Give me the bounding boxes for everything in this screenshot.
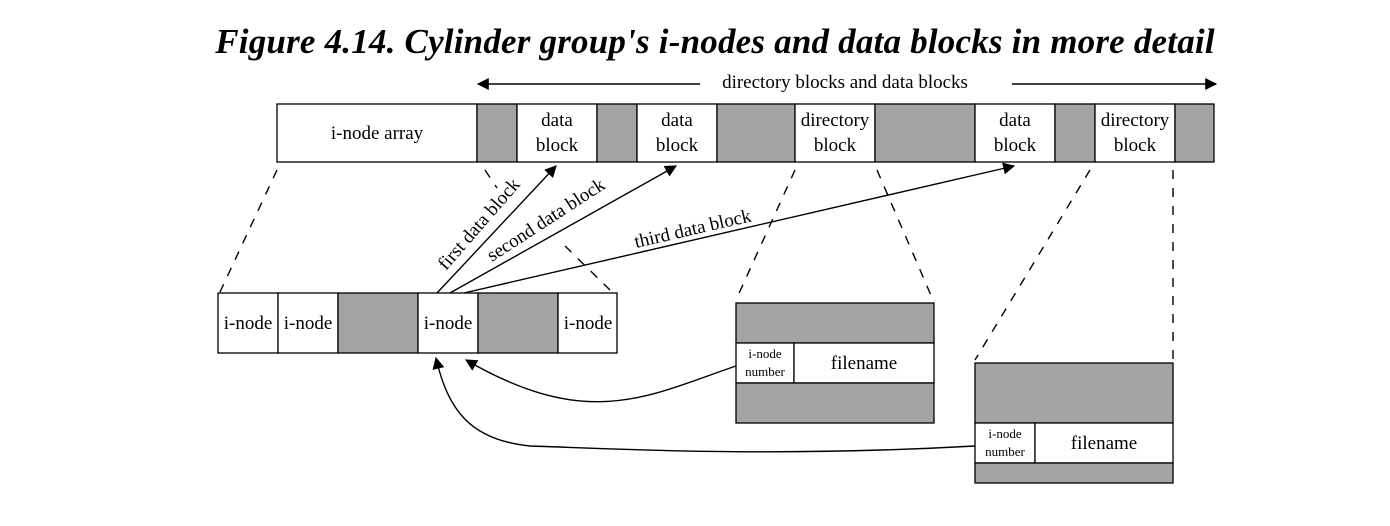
data-block-label: block [536, 135, 579, 156]
inode-number-label: number [985, 444, 1025, 459]
inode-number-label: i-node [988, 426, 1021, 441]
data-block-cell [974, 103, 1056, 163]
third-data-block-label: third data block [632, 205, 753, 252]
directory-block-cell [794, 103, 876, 163]
span-label: directory blocks and data blocks [722, 72, 968, 93]
inode-cell [557, 292, 618, 354]
inode-label: i-node [424, 313, 473, 334]
data-block-label: data [661, 110, 693, 131]
inode-number-label: number [745, 364, 785, 379]
filename-cell [1034, 422, 1174, 464]
directory-block-label: block [814, 135, 857, 156]
inode-back-arrows [432, 356, 976, 453]
inode-row [217, 292, 618, 354]
filename-label: filename [1071, 433, 1137, 454]
gray-cell [477, 292, 559, 354]
directory-detail-2 [974, 362, 1174, 484]
gray-cell [874, 103, 976, 163]
inode-label: i-node [224, 313, 273, 334]
gray-cell [1174, 103, 1215, 163]
data-block-cell [516, 103, 598, 163]
filename-cell [793, 342, 935, 384]
gray-cell [1054, 103, 1096, 163]
data-block-label: block [656, 135, 699, 156]
inode-label: i-node [284, 313, 333, 334]
directory-block-label: directory [1101, 110, 1170, 131]
gray-cell [476, 103, 518, 163]
top-strip [276, 103, 1215, 163]
directory-block-label: directory [801, 110, 870, 131]
projection-lines [219, 169, 1174, 361]
data-block-label: data [541, 110, 573, 131]
figure-title: Figure 4.14. Cylinder group's i-nodes an… [215, 22, 1215, 61]
inode-array-cell [276, 103, 478, 163]
data-block-cell [636, 103, 718, 163]
inode-number-cell [735, 342, 795, 384]
inode-cell [217, 292, 279, 354]
gray-cell [337, 292, 419, 354]
filename-label: filename [831, 353, 897, 374]
directory-detail-1 [735, 302, 935, 424]
block-pointer-arrows [436, 162, 1016, 294]
inode-number-label: i-node [748, 346, 781, 361]
data-block-label: block [994, 135, 1037, 156]
data-block-label: data [999, 110, 1031, 131]
inode-label: i-node [564, 313, 613, 334]
gray-cell [716, 103, 796, 163]
directory-block-cell [1094, 103, 1176, 163]
inode-array-label: i-node array [331, 123, 424, 144]
directory-block-label: block [1114, 135, 1157, 156]
gray-cell [596, 103, 638, 163]
